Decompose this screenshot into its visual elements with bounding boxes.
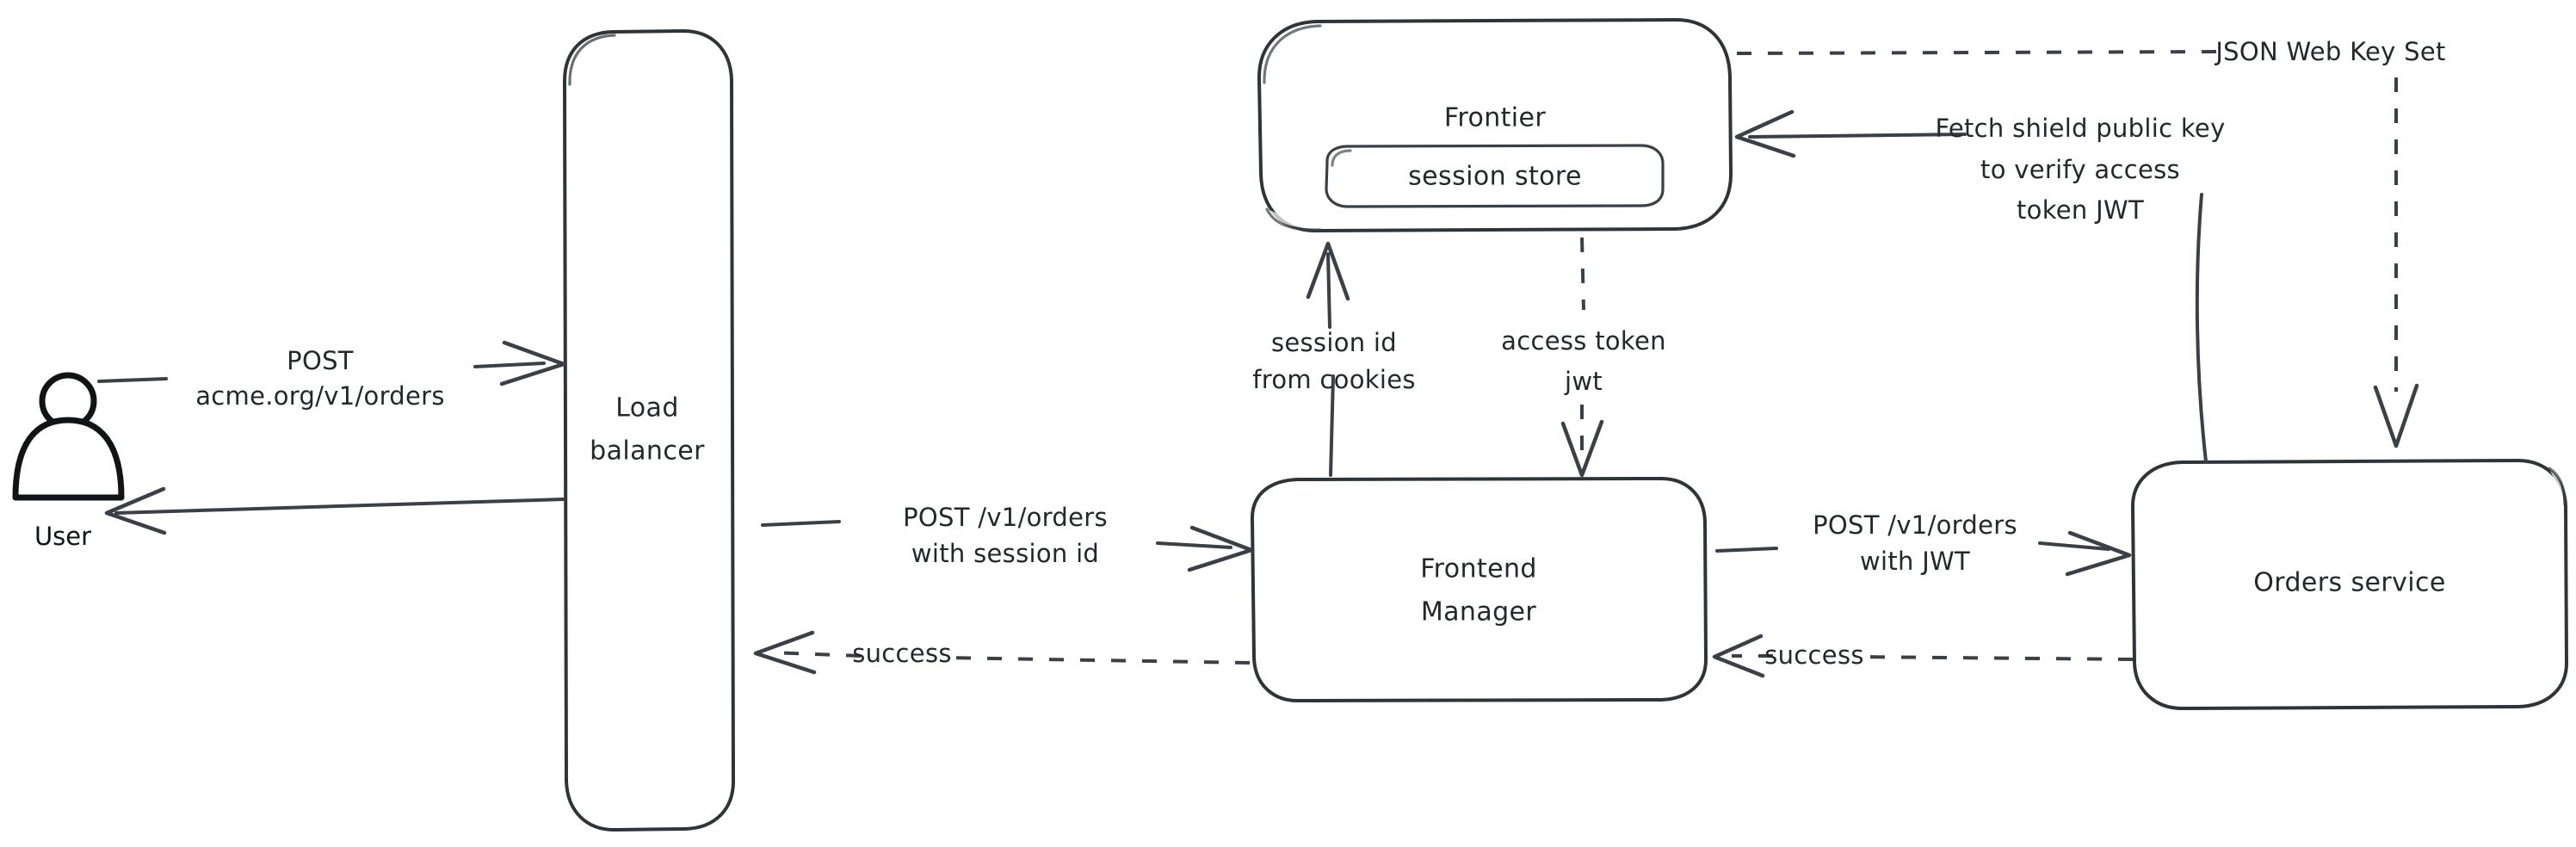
edge-label-fm-frontier-line2: from cookies: [1252, 365, 1416, 394]
edge-label-frontier-fm-line2: jwt: [1564, 367, 1603, 396]
frontend-manager-label-line1: Frontend: [1420, 554, 1537, 584]
load-balancer-label-line1: Load: [615, 393, 679, 424]
edge-label-orders-fm-success: success: [1764, 640, 1864, 670]
frontier-label: Frontier: [1444, 103, 1546, 133]
edge-frontend-manager-to-orders-service: [1715, 530, 2132, 577]
frontend-manager-label-line2: Manager: [1421, 597, 1537, 628]
edge-label-frontier-orders-jwks: JSON Web Key Set: [2214, 37, 2445, 66]
edge-frontier-to-orders-service: [1736, 50, 2419, 448]
node-load-balancer[interactable]: [563, 28, 736, 832]
edge-frontend-manager-to-load-balancer: [753, 630, 1251, 675]
edge-label-lb-fm-line2: with session id: [911, 539, 1099, 568]
edge-load-balancer-to-frontend-manager: [761, 520, 1254, 572]
edge-label-fm-frontier-line1: session id: [1271, 328, 1397, 357]
edge-label-fm-orders-line1: POST /v1/orders: [1813, 510, 2017, 540]
node-orders-service[interactable]: [2130, 458, 2569, 711]
edge-label-orders-frontier-line2: to verify access: [1980, 155, 2180, 184]
edge-label-fm-orders-line2: with JWT: [1860, 547, 1970, 576]
edge-frontend-manager-to-frontier: [1306, 241, 1350, 477]
session-store-label: session store: [1408, 162, 1582, 192]
orders-service-label: Orders service: [2253, 568, 2445, 598]
edge-user-to-load-balancer: [97, 340, 566, 386]
node-frontend-manager[interactable]: [1250, 476, 1708, 703]
user-label: User: [34, 522, 91, 551]
edge-frontier-to-frontend-manager: [1560, 237, 1604, 478]
edge-label-lb-fm-line1: POST /v1/orders: [903, 503, 1108, 532]
load-balancer-label-line2: balancer: [590, 436, 705, 467]
edge-label-fm-lb-success: success: [852, 639, 952, 668]
edge-label-frontier-fm-line1: access token: [1501, 326, 1666, 355]
edge-label-orders-frontier-line1: Fetch shield public key: [1935, 114, 2225, 143]
edge-load-balancer-to-user: [104, 486, 565, 535]
edge-label-post-line1: POST: [287, 346, 354, 375]
user-actor-icon: [12, 372, 125, 501]
node-session-store[interactable]: [1325, 144, 1665, 208]
edge-orders-service-to-frontier: [1734, 109, 2208, 463]
edge-label-post-line2: acme.org/v1/orders: [195, 381, 445, 411]
edge-orders-service-to-frontend-manager: [1712, 634, 2134, 678]
edge-label-orders-frontier-line3: token JWT: [2017, 195, 2144, 225]
